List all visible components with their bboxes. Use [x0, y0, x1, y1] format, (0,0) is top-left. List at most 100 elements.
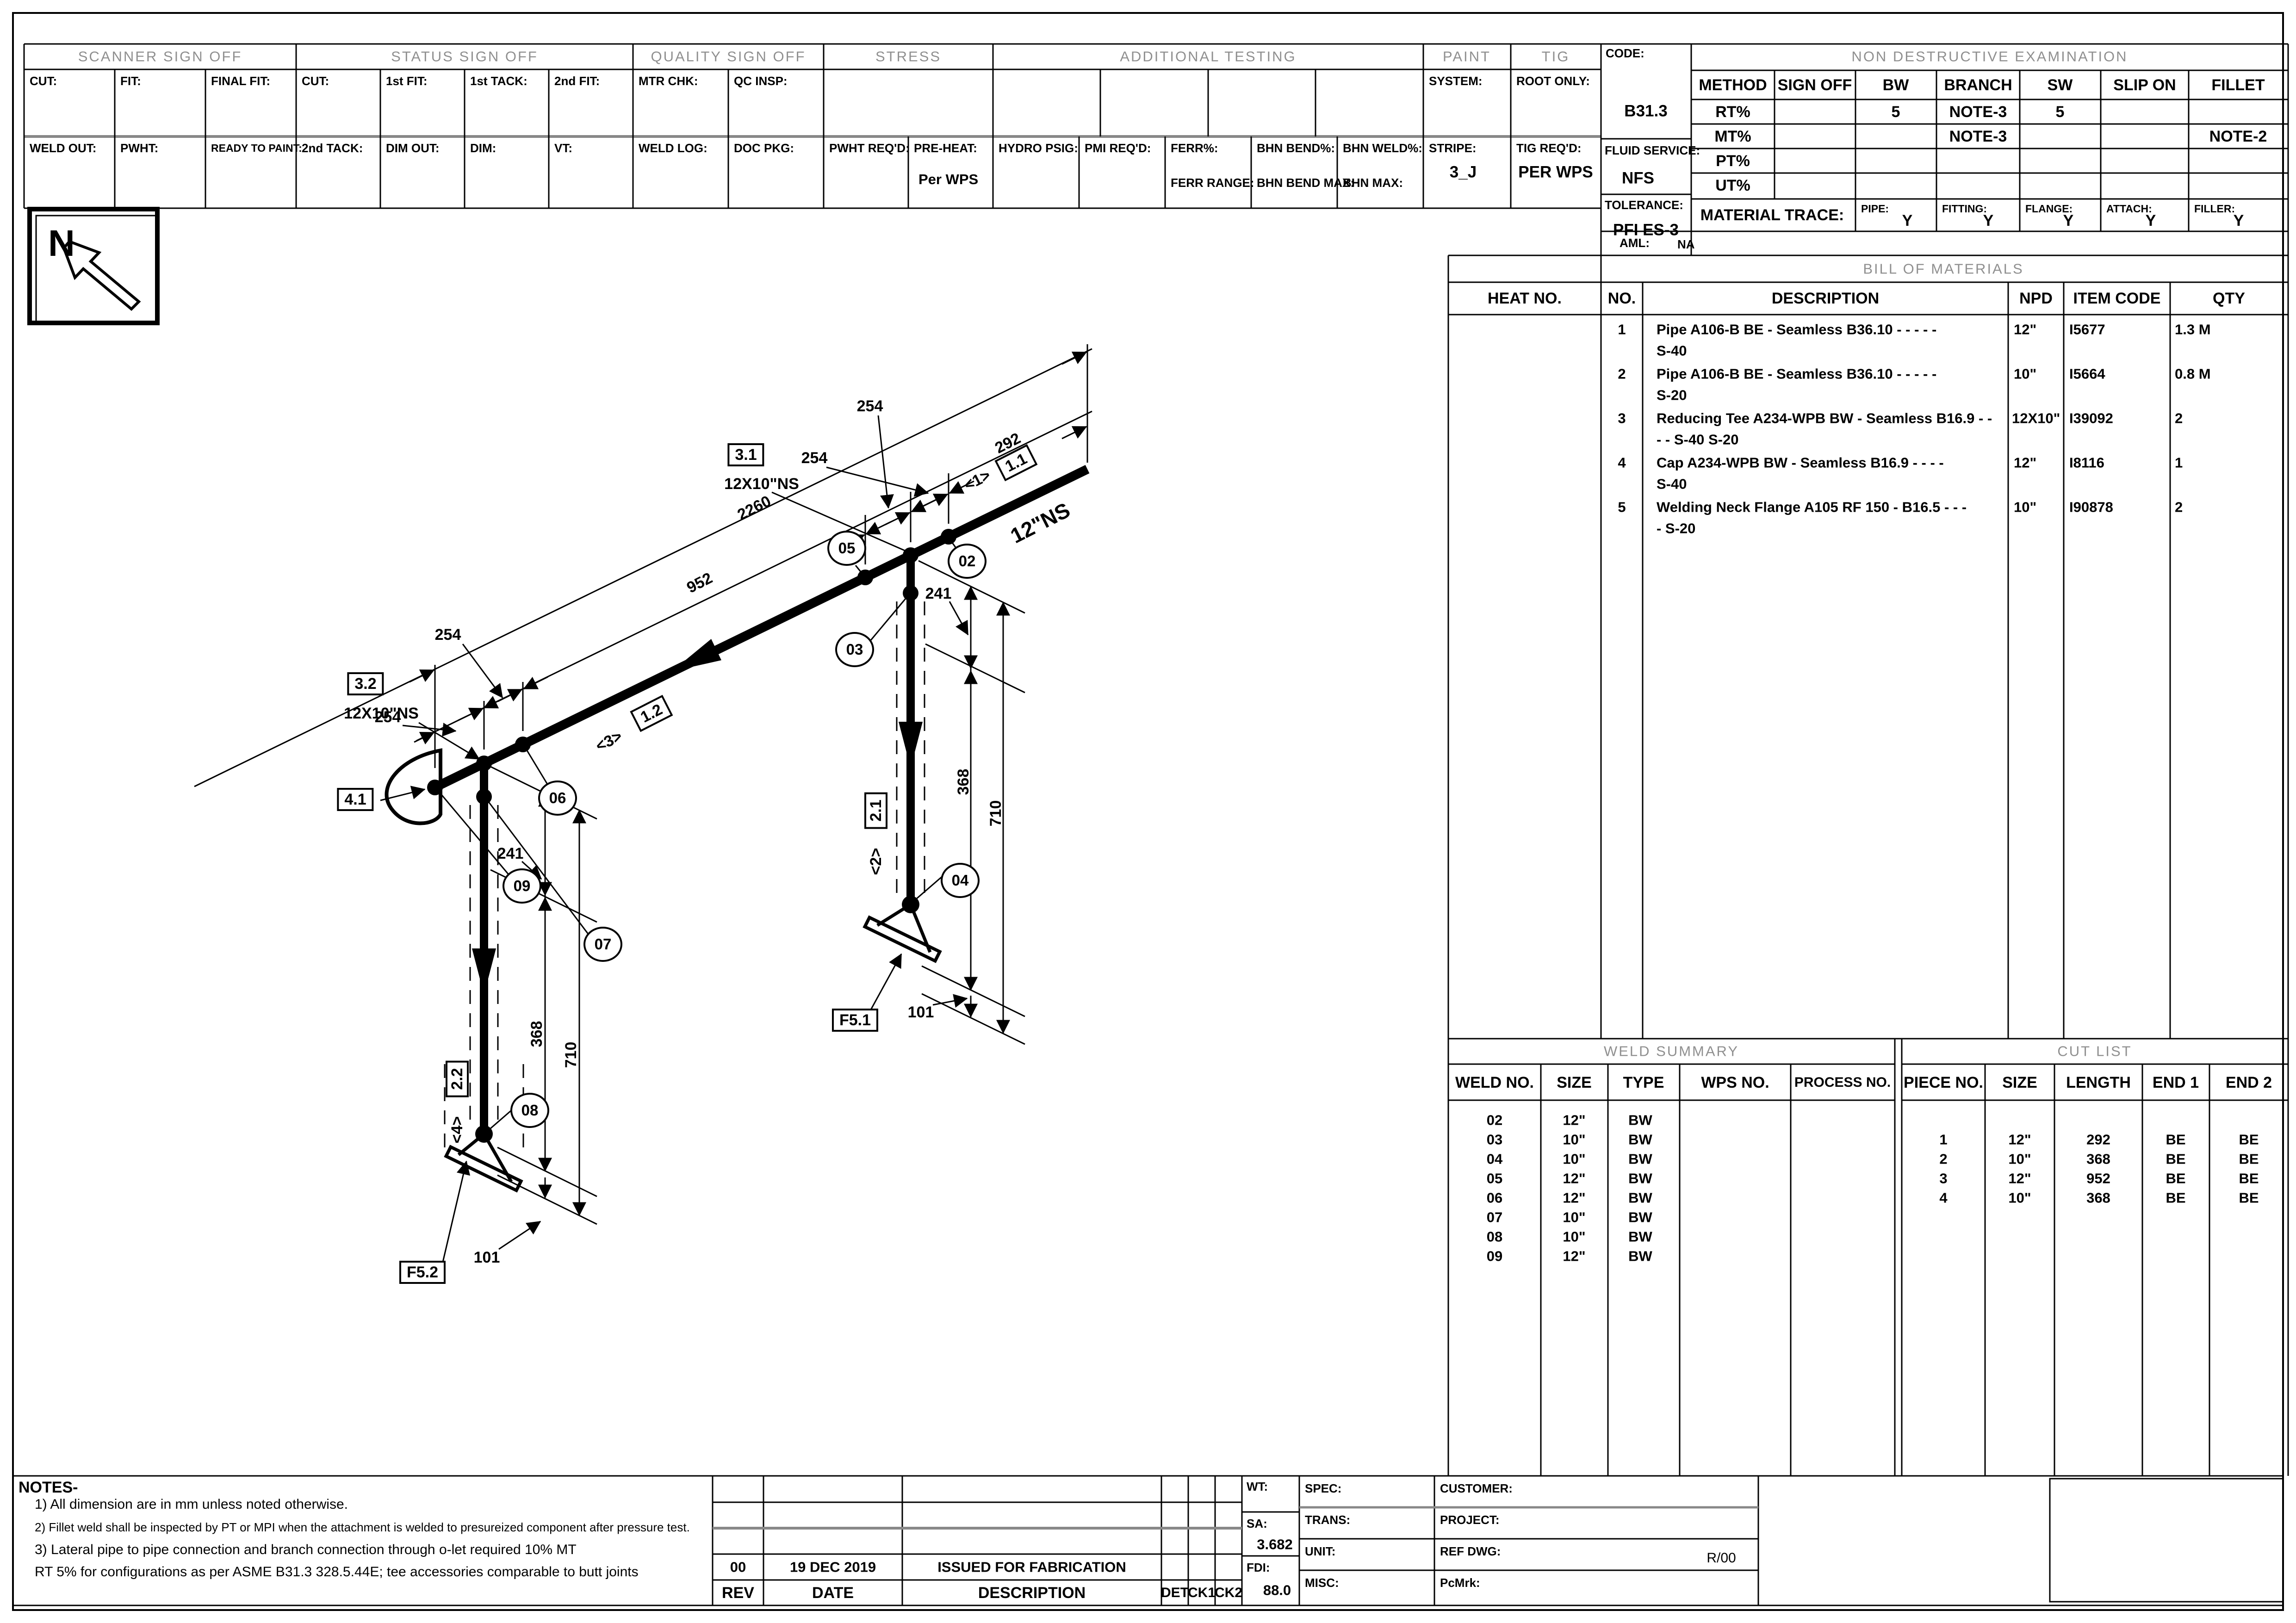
piece-mark-4: <4>: [448, 1116, 466, 1144]
piece-mark-2: <2>: [867, 848, 885, 875]
paint-system-label: SYSTEM:: [1429, 74, 1483, 88]
cl-row-size: 10": [2008, 1151, 2031, 1167]
cl-row-pieceno: 4: [1939, 1189, 1948, 1206]
preheat-value: Per WPS: [918, 171, 979, 187]
nde-mt-branch: NOTE-3: [1949, 128, 2007, 145]
tolerance-value: PFI ES-3: [1613, 221, 1679, 239]
cut-list-grid: [1901, 1038, 2288, 1476]
scanner-readytopaint-label: READY TO PAINT:: [211, 142, 302, 154]
trace-flange-label: FLANGE:: [2025, 203, 2073, 215]
main-pipe-run: [433, 465, 1090, 792]
cl-row-end1: BE: [2166, 1151, 2186, 1167]
cl-row-length: 368: [2086, 1151, 2110, 1167]
aml-label: AML:: [1620, 236, 1650, 250]
bom-row-desc: Pipe A106-B BE - Seamless B36.10 - - - -…: [1657, 321, 1937, 338]
ws-row-size: 10": [1563, 1131, 1586, 1148]
cut-list-title: CUT LIST: [2057, 1043, 2132, 1059]
dim-101-right: 101: [907, 1004, 934, 1021]
bom-row-code: I5664: [2069, 365, 2105, 382]
bom-header-qty: QTY: [2213, 290, 2245, 307]
ws-row-weldno: 03: [1486, 1131, 1503, 1148]
bom-row-no: 4: [1618, 454, 1626, 471]
tig-reqd-label: TIG REQ'D:: [1516, 141, 1582, 155]
titleblock-grid: [13, 1475, 2284, 1606]
misc-label: MISC:: [1305, 1576, 1339, 1590]
scanner-signoff-title: SCANNER SIGN OFF: [78, 48, 242, 65]
cl-row-size: 12": [2008, 1170, 2031, 1187]
spool-label-2-2: 2.2: [446, 1060, 469, 1097]
cl-row-end2: BE: [2239, 1131, 2259, 1148]
ws-row-weldno: 06: [1486, 1189, 1503, 1206]
cl-row-end2: BE: [2239, 1170, 2259, 1187]
bom-row-desc: Reducing Tee A234-WPB BW - Seamless B16.…: [1657, 410, 1992, 427]
ws-row-size: 12": [1563, 1189, 1586, 1206]
bom-row-qty: 2: [2175, 499, 2183, 515]
bom-row-no: 5: [1618, 499, 1626, 515]
fdi-value: 88.0: [1263, 1582, 1291, 1598]
bom-header-description: DESCRIPTION: [1771, 290, 1880, 307]
ws-row-type: BW: [1628, 1228, 1652, 1245]
dim-368-left: 368: [528, 1021, 546, 1047]
dim-254-b: 254: [801, 449, 828, 467]
cl-row-end2: BE: [2239, 1189, 2259, 1206]
unit-label: UNIT:: [1305, 1544, 1336, 1558]
weld-summary-title: WELD SUMMARY: [1603, 1043, 1739, 1059]
code-label: CODE:: [1606, 46, 1644, 60]
spool-label-2-1: 2.1: [864, 792, 887, 829]
ws-row-type: BW: [1628, 1248, 1652, 1264]
bom-row-desc2: - - S-40 S-20: [1657, 431, 1739, 448]
addl-bhnbend-label: BHN BEND%:: [1257, 141, 1335, 155]
quality-mtrchk-label: MTR CHK:: [639, 74, 698, 88]
ws-header-weldno: WELD NO.: [1455, 1074, 1534, 1091]
rev-header-date: DATE: [812, 1584, 854, 1602]
ws-row-weldno: 05: [1486, 1170, 1503, 1187]
trace-fitting-label: FITTING:: [1942, 203, 1987, 215]
cl-row-length: 368: [2086, 1189, 2110, 1206]
nde-header-bw: BW: [1882, 76, 1909, 94]
bom-row-no: 1: [1618, 321, 1626, 338]
flow-arrow-left-branch: [472, 948, 496, 995]
dim-254-d: 254: [374, 708, 401, 726]
bom-row-desc2: - S-20: [1657, 520, 1696, 537]
bom-row-code: I8116: [2069, 454, 2104, 471]
paint-system-value: 3_J: [1449, 163, 1477, 181]
ws-header-type: TYPE: [1623, 1074, 1664, 1091]
ws-row-weldno: 02: [1486, 1112, 1503, 1128]
iso-piping: [385, 465, 1090, 1193]
ws-header-processno: PROCESS NO.: [1794, 1075, 1891, 1090]
refdwg-rev-mark: R/00: [1706, 1550, 1736, 1566]
tolerance-label: TOLERANCE:: [1605, 198, 1683, 212]
bom-row-code: I90878: [2069, 499, 2113, 515]
ws-row-size: 12": [1563, 1112, 1586, 1128]
bom-row-desc: Pipe A106-B BE - Seamless B36.10 - - - -…: [1657, 365, 1937, 382]
status-1stfit-label: 1st FIT:: [386, 74, 428, 88]
ws-row-type: BW: [1628, 1131, 1652, 1148]
rev-number: 00: [730, 1559, 746, 1575]
dim-368-right: 368: [955, 768, 972, 795]
rev-header-description: DESCRIPTION: [978, 1584, 1086, 1602]
bom-row-npd: 10": [2014, 365, 2037, 382]
bom-header-heatno: HEAT NO.: [1488, 290, 1562, 307]
bom-row-code: I5677: [2069, 321, 2105, 338]
cl-header-end1: END 1: [2152, 1074, 2199, 1091]
trace-flange-value: Y: [2063, 212, 2074, 229]
wt-label: WT:: [1247, 1480, 1268, 1493]
note-line-2: 2) Fillet weld shall be inspected by PT …: [35, 1520, 690, 1534]
trace-attach-label: ATTACH:: [2106, 203, 2152, 215]
bom-row-qty: 0.8 M: [2175, 365, 2211, 382]
cl-header-length: LENGTH: [2066, 1074, 2131, 1091]
paint-stripe-label: STRIPE:: [1429, 141, 1477, 155]
bom-header-itemcode: ITEM CODE: [2073, 290, 2161, 307]
nde-pt-label: PT%: [1716, 152, 1750, 170]
nde-header-slipon: SLIP ON: [2113, 76, 2176, 94]
bom-row-code: I39092: [2069, 410, 2113, 427]
paint-title: PAINT: [1443, 48, 1491, 65]
nde-mt-label: MT%: [1714, 128, 1751, 145]
flow-arrow-main: [672, 639, 721, 671]
dim-710-right: 710: [987, 800, 1005, 827]
trace-pipe-label: PIPE:: [1861, 203, 1889, 215]
ws-row-weldno: 04: [1486, 1151, 1503, 1167]
status-signoff-title: STATUS SIGN OFF: [391, 48, 538, 65]
status-2ndfit-label: 2nd FIT:: [554, 74, 600, 88]
